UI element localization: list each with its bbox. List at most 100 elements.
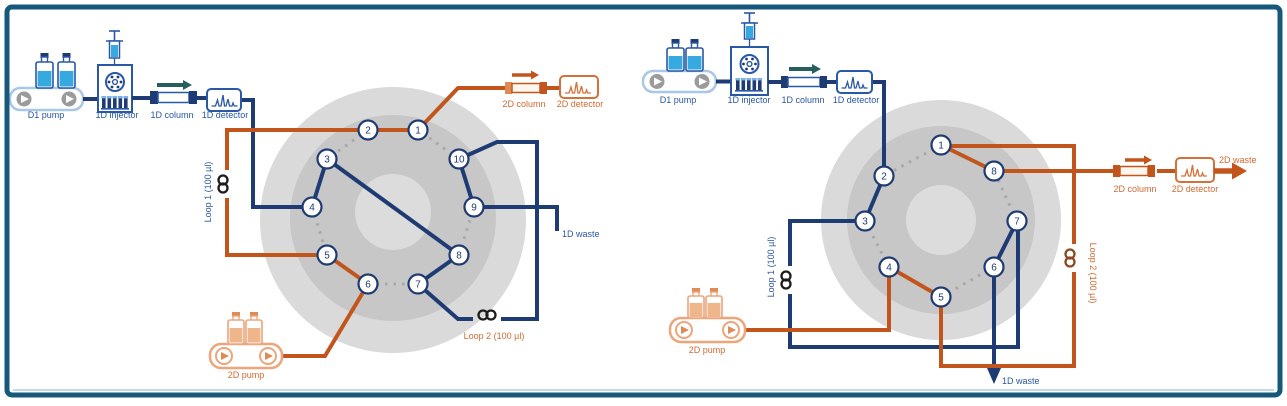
valve-ports-right: 1 2 3 4 5 6 7 8 (854, 134, 1028, 308)
loop1-coil (217, 174, 229, 194)
2d-column-label: 2D column (1113, 184, 1156, 194)
valve-port: 6 (983, 256, 1005, 278)
valve-port: 7 (1006, 210, 1028, 232)
d1-pump-icon (8, 53, 85, 112)
tubing-1d-detector-to-port4 (241, 98, 312, 209)
solvent-bottle-icon (666, 39, 685, 72)
solvent-bottle-icon (227, 312, 245, 345)
2d-detector-label: 2D detector (1172, 184, 1219, 194)
valve-port: 3 (854, 210, 876, 232)
1d-detector-icon (836, 70, 873, 94)
waste-arrow-icon (987, 368, 1001, 384)
svg-text:8: 8 (456, 251, 462, 262)
svg-text:5: 5 (938, 293, 944, 304)
svg-text:2: 2 (365, 126, 371, 137)
tubing-loop2-port1-port5 (939, 144, 1076, 368)
svg-text:6: 6 (991, 263, 997, 274)
solvent-bottle-icon (687, 288, 705, 319)
valve-port: 5 (316, 244, 338, 266)
2d-column-icon (1113, 155, 1155, 177)
panel-right-valve-position-2: 1 2 3 4 5 6 7 8 (641, 12, 1257, 386)
valve-ports-left: 1 2 3 4 5 6 7 8 9 10 (301, 119, 485, 295)
solvent-bottle-icon (245, 312, 263, 345)
svg-text:4: 4 (309, 203, 315, 214)
valve-port: 1 (407, 119, 429, 141)
1d-detector-icon (206, 88, 242, 112)
tubing-port9-to-1d-waste (474, 205, 559, 231)
2d-detector-label: 2D detector (557, 99, 604, 109)
valve-port: 4 (878, 256, 900, 278)
1d-column-label: 1D column (150, 110, 193, 120)
svg-text:9: 9 (471, 203, 477, 214)
svg-text:1: 1 (415, 126, 421, 137)
loop1-coil (780, 270, 792, 290)
valve-port: 4 (301, 196, 323, 218)
tubing-port6-to-1d-waste (987, 267, 1001, 384)
valve-port: 9 (463, 196, 485, 218)
d1-pump-label: D1 pump (660, 95, 697, 105)
syringe-icon (106, 30, 123, 66)
loop2-label: Loop 2 (100 µl) (1088, 243, 1098, 304)
loop2-label: Loop 2 (100 µl) (464, 331, 525, 341)
tubing-loop1-port3-port7 (780, 219, 1020, 349)
vial-rack-icon (101, 96, 129, 110)
solvent-bottle-icon (35, 53, 54, 89)
chromatogram-icon (211, 94, 238, 107)
2d-pump-label: 2D pump (228, 370, 265, 380)
syringe-icon (741, 12, 758, 47)
injection-valve-icon (105, 72, 125, 92)
valve-port: 1 (930, 134, 952, 156)
2d-column-label: 2D column (502, 99, 545, 109)
svg-text:7: 7 (415, 280, 421, 291)
1d-injector-label: 1D injector (95, 110, 138, 120)
1d-detector-label: 1D detector (833, 95, 880, 105)
loop2-coil (1064, 248, 1076, 268)
2d-waste-label: 2D waste (1219, 155, 1257, 165)
chromatogram-icon (565, 81, 591, 94)
1d-detector-label: 1D detector (202, 110, 249, 120)
2d-detector-icon (1175, 157, 1215, 183)
1d-injector-icon (97, 30, 133, 113)
1d-column-icon (150, 80, 197, 104)
valve-port: 2 (357, 119, 379, 141)
tubing-loop1-port2-port5 (217, 128, 368, 257)
1d-waste-label: 1D waste (562, 229, 600, 239)
1d-injector-label: 1D injector (727, 95, 770, 105)
valve-hub (906, 185, 976, 255)
2d-pump-icon (208, 312, 284, 370)
tubing-2d-detector-to-2d-waste (1214, 162, 1247, 180)
svg-text:10: 10 (453, 155, 465, 166)
1d-waste-label: 1D waste (1002, 376, 1040, 386)
valve-port: 7 (407, 273, 429, 295)
valve-port: 8 (983, 160, 1005, 182)
loop1-label: Loop 1 (100 µl) (766, 237, 776, 298)
tubing-2d-pump-to-port4 (745, 267, 891, 332)
tubing-1d-detector-to-port2 (872, 80, 886, 176)
tubing-2d-pump-to-port6 (282, 282, 370, 358)
svg-text:7: 7 (1014, 217, 1020, 228)
valve-port: 5 (930, 286, 952, 308)
svg-text:3: 3 (324, 155, 330, 166)
valve-port: 8 (448, 244, 470, 266)
chromatogram-icon (1181, 164, 1207, 177)
valve-port: 10 (448, 148, 470, 170)
tubing-loop2-port7-port10 (416, 140, 539, 321)
1d-injector-icon (730, 12, 769, 96)
svg-text:5: 5 (324, 251, 330, 262)
d1-pump-label: D1 pump (28, 110, 65, 120)
tubing-port1-to-2d-column (416, 86, 560, 132)
svg-text:4: 4 (886, 263, 892, 274)
svg-text:1: 1 (938, 141, 944, 152)
loop2-coil (477, 309, 497, 321)
loop1-label: Loop 1 (100 µl) (203, 162, 213, 223)
svg-text:2: 2 (881, 172, 887, 183)
valve-port: 3 (316, 148, 338, 170)
2d-column-icon (505, 70, 547, 94)
svg-text:8: 8 (991, 167, 997, 178)
d1-pump-icon (641, 39, 718, 94)
vial-rack-icon (735, 78, 763, 92)
waste-arrow-icon (1232, 162, 1247, 180)
valve-port: 6 (357, 273, 379, 295)
solvent-bottle-icon (57, 53, 76, 89)
